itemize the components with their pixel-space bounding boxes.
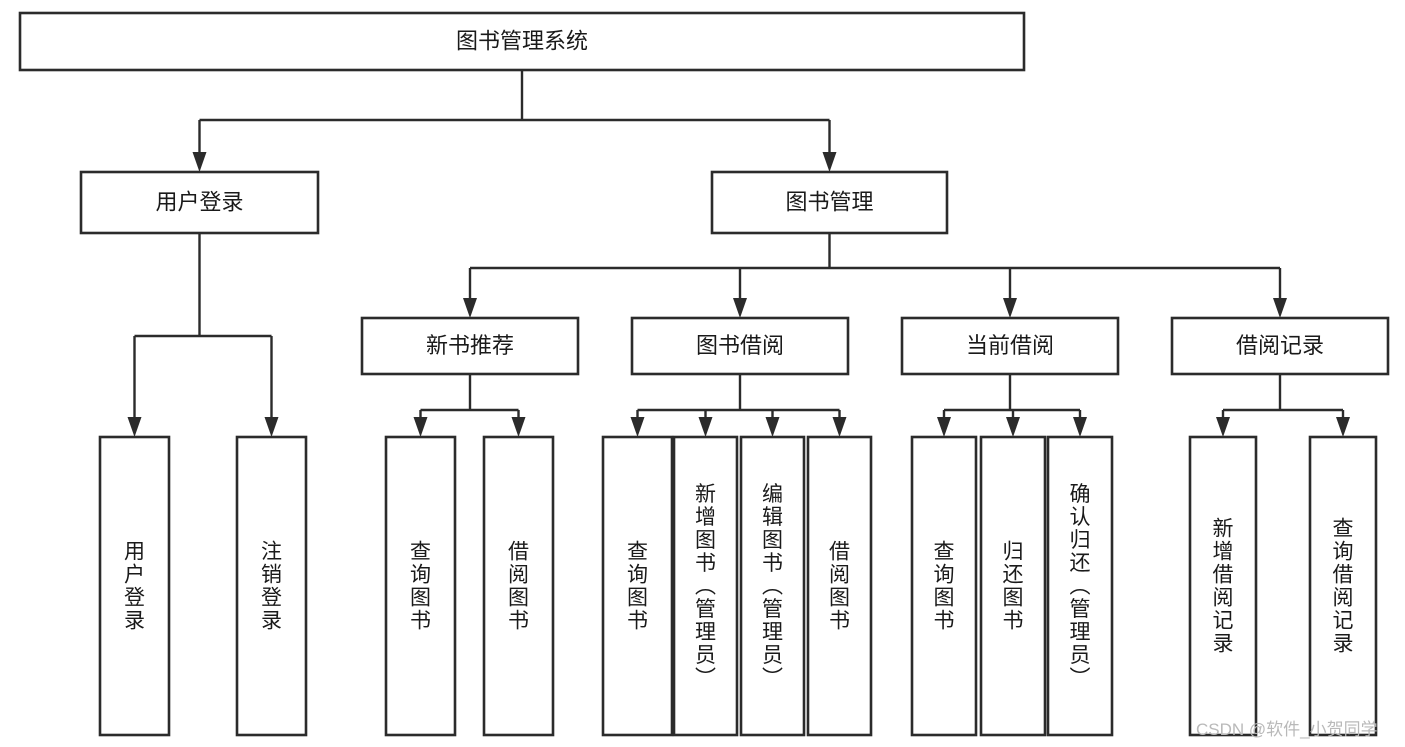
arrow-head-book-borrow-2 [765, 417, 780, 437]
node-label-query-book-1: 查询图书 [410, 540, 431, 632]
node-box-current-borrow[interactable] [900, 316, 1120, 376]
arrow-head-new-book-recommend-0 [413, 417, 428, 437]
arrow-head-book-management-3 [1273, 298, 1287, 318]
node-box-root-book-management-system[interactable] [18, 11, 1026, 72]
arrow-head-book-borrow-1 [698, 417, 713, 437]
node-label-book-management: 图书管理 [785, 189, 873, 214]
arrow-head-root-1 [822, 152, 837, 172]
node-book-borrow[interactable]: 图书借阅 [630, 316, 850, 376]
node-label-confirm-return-admin: 确认归还︵管理员︶ [1070, 483, 1091, 690]
arrow-head-borrow-record-0 [1216, 417, 1230, 437]
arrow-head-book-management-1 [733, 298, 747, 318]
node-add-borrow-record[interactable]: 新增借阅记录 [1188, 435, 1258, 737]
node-label-user-login: 用户登录 [155, 189, 243, 214]
node-box-return-book[interactable] [979, 435, 1047, 737]
arrow-head-book-management-0 [463, 298, 477, 318]
node-box-edit-book-admin[interactable] [739, 435, 806, 737]
node-layer: 图书管理系统用户登录图书管理用户登录注销登录新书推荐查询图书借阅图书图书借阅查询… [18, 11, 1390, 737]
arrow-head-current-borrow-1 [1006, 417, 1020, 437]
node-label-borrow-record: 借阅记录 [1236, 333, 1324, 358]
node-logout-leaf[interactable]: 注销登录 [235, 435, 308, 737]
arrow-head-user-login-1 [264, 417, 279, 437]
arrow-head-user-login-0 [127, 417, 142, 437]
node-label-edit-book-admin: 编辑图书︵管理员︶ [762, 483, 783, 690]
node-label-borrow-book-2: 借阅图书 [829, 540, 850, 632]
node-box-confirm-return-admin[interactable] [1046, 435, 1114, 737]
node-label-add-book-admin: 新增图书︵管理员︶ [695, 483, 716, 690]
node-query-borrow-record[interactable]: 查询借阅记录 [1308, 435, 1378, 737]
node-label-query-borrow-record: 查询借阅记录 [1333, 517, 1354, 655]
node-add-book-admin[interactable]: 新增图书︵管理员︶ [672, 435, 739, 737]
arrow-head-book-management-2 [1003, 298, 1017, 318]
node-query-book-1[interactable]: 查询图书 [384, 435, 457, 737]
node-borrow-book-1[interactable]: 借阅图书 [482, 435, 555, 737]
node-label-query-book-2: 查询图书 [627, 540, 648, 632]
arrow-head-new-book-recommend-1 [511, 417, 526, 437]
node-query-book-2[interactable]: 查询图书 [601, 435, 674, 737]
node-label-user-login-leaf: 用户登录 [124, 540, 145, 632]
arrow-head-book-borrow-3 [832, 417, 847, 437]
node-borrow-book-2[interactable]: 借阅图书 [806, 435, 873, 737]
node-box-new-book-recommend[interactable] [360, 316, 580, 376]
node-label-book-borrow: 图书借阅 [696, 333, 784, 358]
node-box-user-login-leaf[interactable] [98, 435, 171, 737]
node-label-logout-leaf: 注销登录 [261, 540, 282, 632]
node-box-query-book-3[interactable] [910, 435, 978, 737]
node-box-logout-leaf[interactable] [235, 435, 308, 737]
node-query-book-3[interactable]: 查询图书 [910, 435, 978, 737]
node-label-root-book-management-system: 图书管理系统 [456, 28, 588, 53]
node-box-add-borrow-record[interactable] [1188, 435, 1258, 737]
node-confirm-return-admin[interactable]: 确认归还︵管理员︶ [1046, 435, 1114, 737]
node-box-borrow-book-1[interactable] [482, 435, 555, 737]
node-user-login-leaf[interactable]: 用户登录 [98, 435, 171, 737]
node-box-add-book-admin[interactable] [672, 435, 739, 737]
node-label-return-book: 归还图书 [1003, 540, 1024, 632]
node-box-query-book-1[interactable] [384, 435, 457, 737]
node-box-book-borrow[interactable] [630, 316, 850, 376]
node-borrow-record[interactable]: 借阅记录 [1170, 316, 1390, 376]
node-book-management[interactable]: 图书管理 [710, 170, 949, 235]
csdn-watermark: CSDN @软件_小贺同学 [1196, 720, 1378, 739]
node-current-borrow[interactable]: 当前借阅 [900, 316, 1120, 376]
node-root-book-management-system[interactable]: 图书管理系统 [18, 11, 1026, 72]
arrow-head-borrow-record-1 [1336, 417, 1350, 437]
node-new-book-recommend[interactable]: 新书推荐 [360, 316, 580, 376]
node-label-add-borrow-record: 新增借阅记录 [1213, 517, 1234, 655]
node-edit-book-admin[interactable]: 编辑图书︵管理员︶ [739, 435, 806, 737]
arrow-head-book-borrow-0 [630, 417, 645, 437]
node-box-borrow-book-2[interactable] [806, 435, 873, 737]
node-box-user-login[interactable] [79, 170, 320, 235]
node-label-borrow-book-1: 借阅图书 [508, 540, 529, 632]
node-user-login[interactable]: 用户登录 [79, 170, 320, 235]
node-return-book[interactable]: 归还图书 [979, 435, 1047, 737]
connector-layer [127, 70, 1350, 437]
node-box-query-book-2[interactable] [601, 435, 674, 737]
node-label-new-book-recommend: 新书推荐 [426, 333, 514, 358]
arrow-head-root-0 [192, 152, 207, 172]
node-box-borrow-record[interactable] [1170, 316, 1390, 376]
node-label-query-book-3: 查询图书 [934, 540, 955, 632]
arrow-head-current-borrow-0 [937, 417, 951, 437]
node-box-query-borrow-record[interactable] [1308, 435, 1378, 737]
node-box-book-management[interactable] [710, 170, 949, 235]
node-label-current-borrow: 当前借阅 [966, 333, 1054, 358]
arrow-head-current-borrow-2 [1073, 417, 1087, 437]
